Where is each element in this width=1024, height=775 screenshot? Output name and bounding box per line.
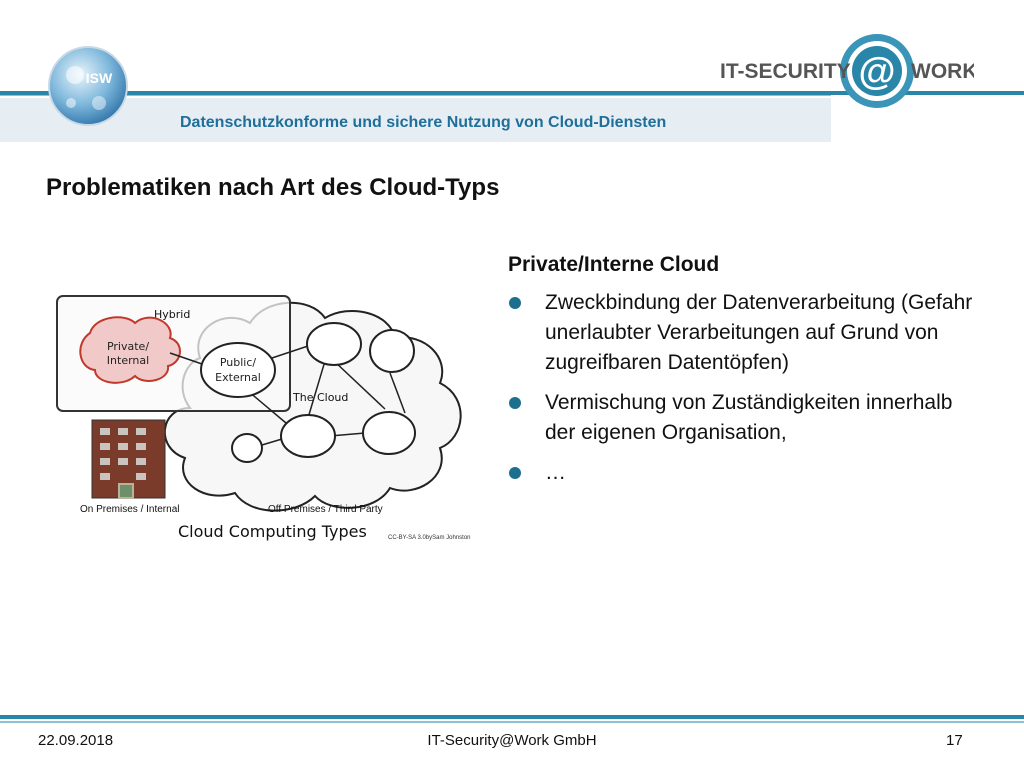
slide-title: Problematiken nach Art des Cloud-Typs [46, 174, 500, 201]
bullet-icon [509, 297, 521, 309]
bullet-list: Zweckbindung der Datenverarbeitung (Gefa… [508, 288, 988, 498]
cloud-node-5 [231, 433, 263, 463]
private-label-2: Internal [107, 354, 149, 367]
brand-at: @ [858, 51, 895, 93]
brand-left: IT-SECURITY [720, 60, 851, 83]
bullet-icon [509, 467, 521, 479]
isw-logo: ISW [48, 46, 128, 126]
section-heading: Private/Interne Cloud [508, 253, 720, 276]
on-premises-label: On Premises / Internal [80, 504, 179, 515]
private-cloud [79, 316, 181, 384]
isw-logo-text: ISW [86, 70, 113, 86]
cloud-node-1 [306, 322, 362, 366]
hybrid-label: Hybrid [154, 308, 190, 321]
footer-rule-thin [0, 721, 1024, 723]
header-subtitle: Datenschutzkonforme und sichere Nutzung … [180, 114, 667, 131]
diagram-credit: CC-BY-SA 3.0bySam Johnston [388, 535, 471, 541]
the-cloud-label: The Cloud [292, 391, 348, 404]
bullet-text: Vermischung von Zuständigkeiten innerhal… [545, 391, 953, 444]
cloud-node-3 [280, 414, 336, 458]
footer-page-number: 17 [946, 732, 963, 749]
it-security-at-work-logo: @ IT-SECURITY WORK [720, 34, 974, 108]
bullet-text: … [545, 461, 566, 484]
header-rule [0, 91, 1024, 95]
cloud-computing-types-diagram: Hybrid Private/ Internal Public/ Externa… [56, 295, 471, 541]
header-band [0, 98, 831, 142]
public-node [200, 342, 276, 398]
public-label-2: External [215, 371, 261, 384]
bullet-item: … [508, 458, 988, 488]
bullet-icon [509, 397, 521, 409]
footer-date: 22.09.2018 [38, 732, 114, 749]
public-label-1: Public/ [220, 356, 257, 369]
footer-company: IT-Security@Work GmbH [427, 732, 597, 749]
cloud-node-4 [362, 411, 416, 455]
private-label-1: Private/ [107, 340, 149, 353]
bullet-text: Zweckbindung der Datenverarbeitung (Gefa… [545, 291, 973, 374]
bullet-item: Vermischung von Zuständigkeiten innerhal… [508, 388, 988, 448]
diagram-caption: Cloud Computing Types [178, 522, 367, 541]
bullet-item: Zweckbindung der Datenverarbeitung (Gefa… [508, 288, 988, 378]
header-rule-thin [0, 95, 831, 96]
brand-right: WORK [911, 60, 974, 83]
off-premises-label: Off Premises / Third Party [268, 504, 383, 515]
cloud-node-2 [369, 329, 415, 373]
building-icon [91, 419, 166, 499]
network-links [169, 345, 406, 446]
footer-rule [0, 715, 1024, 719]
